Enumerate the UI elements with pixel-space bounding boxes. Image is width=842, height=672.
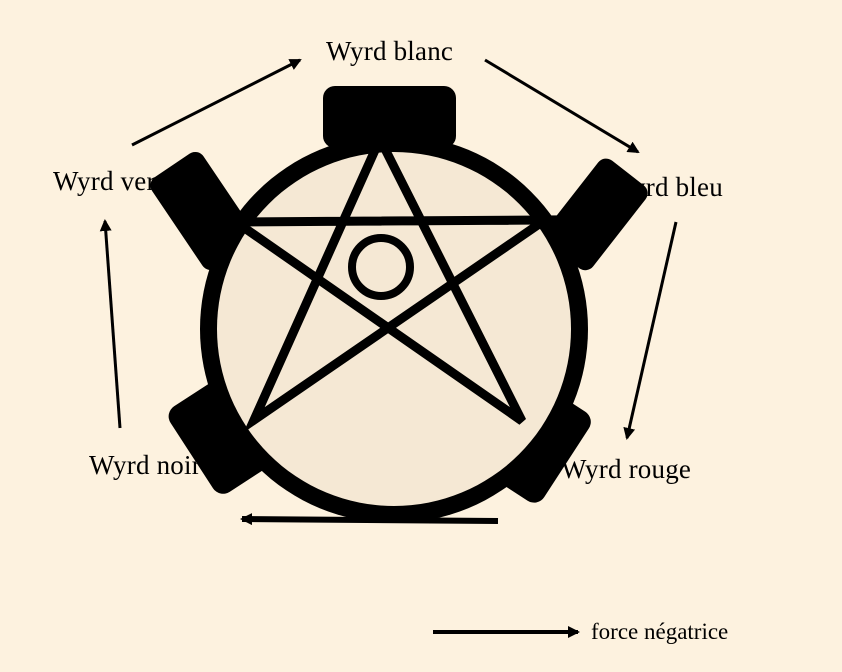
arrow-blue-to-red <box>623 221 678 440</box>
arrow-white-to-blue <box>484 58 640 154</box>
node-label-white: Wyrd blanc <box>326 36 454 66</box>
pentagram-gear-icon <box>150 86 648 523</box>
node-label-red: Wyrd rouge <box>561 454 692 484</box>
node-label-blue: Wyrd bleu <box>608 172 723 202</box>
arrow-black-to-green <box>99 219 122 429</box>
arrow-green-to-white <box>131 58 302 147</box>
node-label-green: Wyrd vert <box>53 166 164 196</box>
legend-label: force négatrice <box>591 619 729 644</box>
node-label-black: Wyrd noir <box>89 450 201 480</box>
arrow-red-to-black <box>240 513 499 526</box>
